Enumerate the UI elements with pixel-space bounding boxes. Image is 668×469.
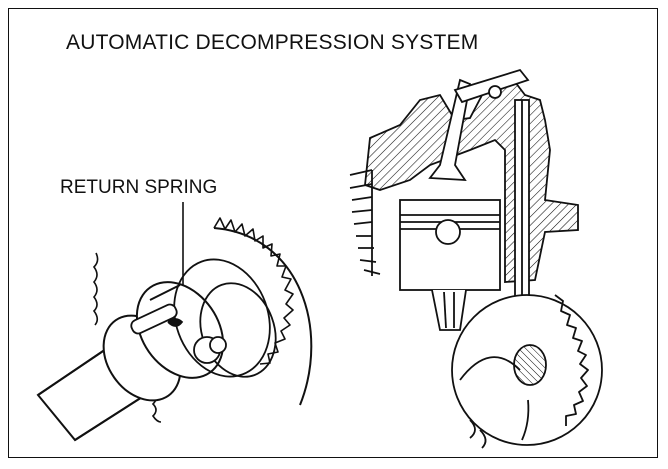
return-spring-label: RETURN SPRING — [60, 177, 218, 198]
decompression-weight — [130, 258, 277, 378]
push-rod-and-gear — [451, 99, 603, 449]
diagram-title: AUTOMATIC DECOMPRESSION SYSTEM — [66, 31, 479, 54]
cam-sprocket — [213, 217, 313, 406]
cylinder-head-section — [349, 68, 579, 331]
